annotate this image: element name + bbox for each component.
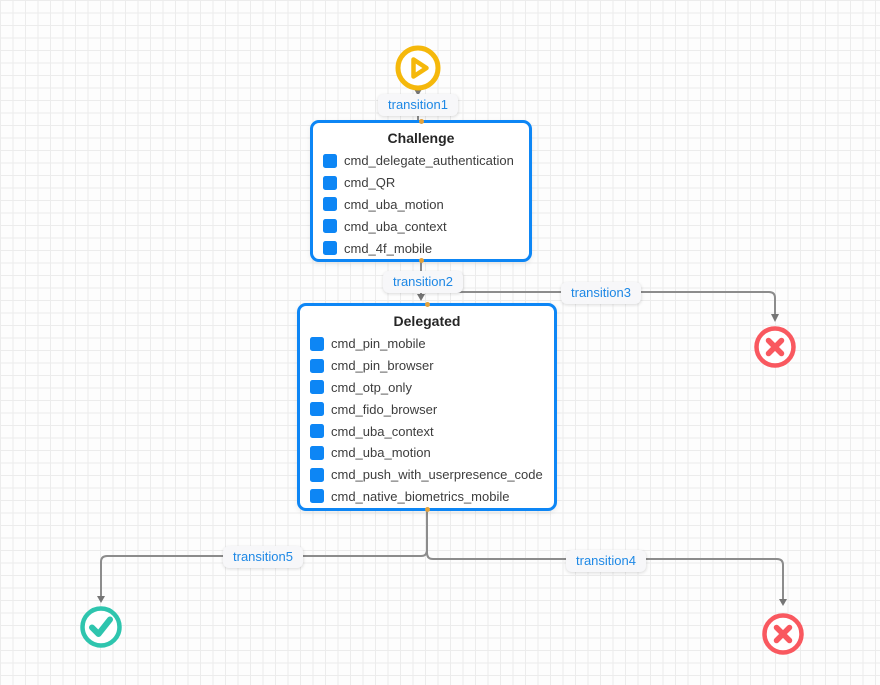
command-square-icon — [310, 402, 324, 417]
state-node-challenge[interactable]: Challenge cmd_delegate_authentication cm… — [310, 119, 532, 263]
command-square-icon — [323, 197, 337, 212]
transition-label-5[interactable]: transition5 — [223, 546, 303, 568]
command-square-icon — [310, 445, 324, 460]
transition-label-3[interactable]: transition3 — [561, 282, 641, 304]
command-label: cmd_push_with_userpresence_code — [331, 467, 543, 483]
command-item: cmd_4f_mobile — [323, 237, 529, 259]
command-item: cmd_uba_context — [323, 215, 529, 237]
command-square-icon — [323, 219, 337, 234]
connection-handle-top[interactable] — [424, 302, 430, 307]
start-node[interactable] — [393, 43, 443, 93]
cancel-circle-icon — [754, 326, 796, 368]
command-square-icon — [310, 380, 324, 395]
command-label: cmd_pin_mobile — [331, 336, 426, 352]
check-circle-icon — [80, 606, 122, 648]
connector-transition3 — [421, 291, 776, 315]
command-item: cmd_uba_motion — [323, 194, 529, 216]
command-square-icon — [323, 175, 337, 190]
command-item: cmd_push_with_userpresence_code — [310, 464, 554, 486]
command-square-icon — [310, 336, 324, 351]
arrowhead-transition3 — [771, 314, 779, 322]
state-title: Delegated — [393, 313, 461, 329]
transition-label-4[interactable]: transition4 — [566, 550, 646, 572]
command-item: cmd_otp_only — [310, 377, 554, 399]
state-title: Challenge — [387, 130, 455, 146]
command-list: cmd_delegate_authentication cmd_QR cmd_u… — [313, 150, 529, 259]
command-item: cmd_pin_mobile — [310, 333, 554, 355]
command-item: cmd_fido_browser — [310, 398, 554, 420]
arrowhead-start-challenge — [414, 89, 422, 96]
state-node-delegated[interactable]: Delegated cmd_pin_mobile cmd_pin_browser… — [297, 302, 557, 512]
command-item: cmd_native_biometrics_mobile — [310, 486, 554, 508]
command-square-icon — [310, 489, 324, 504]
command-label: cmd_uba_context — [331, 423, 434, 439]
command-label: cmd_delegate_authentication — [344, 153, 514, 169]
command-label: cmd_native_biometrics_mobile — [331, 488, 510, 504]
command-label: cmd_fido_browser — [331, 401, 438, 417]
transition-label-2[interactable]: transition2 — [383, 271, 463, 293]
play-circle-icon — [395, 45, 441, 91]
command-label: cmd_pin_browser — [331, 358, 434, 374]
command-item: cmd_QR — [323, 172, 529, 194]
command-label: cmd_uba_motion — [344, 196, 444, 212]
command-square-icon — [323, 153, 337, 168]
command-label: cmd_otp_only — [331, 379, 412, 395]
command-label: cmd_uba_context — [344, 218, 447, 234]
command-square-icon — [310, 467, 324, 482]
command-item: cmd_uba_motion — [310, 442, 554, 464]
command-label: cmd_QR — [344, 175, 396, 191]
command-list: cmd_pin_mobile cmd_pin_browser cmd_otp_o… — [300, 333, 554, 507]
arrowhead-challenge-delegated — [417, 294, 425, 301]
arrowhead-transition5 — [97, 596, 105, 603]
command-square-icon — [310, 424, 324, 439]
connection-handle-top[interactable] — [418, 119, 424, 124]
command-square-icon — [310, 358, 324, 373]
transition-label-1[interactable]: transition1 — [378, 94, 458, 116]
command-label: cmd_uba_motion — [331, 445, 431, 461]
command-item: cmd_pin_browser — [310, 355, 554, 377]
connection-handle-bottom[interactable] — [424, 507, 430, 512]
failure-node-bottom[interactable] — [760, 611, 806, 657]
success-node[interactable] — [78, 604, 124, 650]
arrowhead-transition4 — [779, 599, 787, 606]
failure-node-top[interactable] — [752, 324, 798, 370]
command-item: cmd_delegate_authentication — [323, 150, 529, 172]
command-item: cmd_uba_context — [310, 420, 554, 442]
connection-handle-bottom[interactable] — [418, 258, 424, 263]
cancel-circle-icon — [762, 613, 804, 655]
command-label: cmd_4f_mobile — [344, 240, 433, 256]
command-square-icon — [323, 241, 337, 256]
